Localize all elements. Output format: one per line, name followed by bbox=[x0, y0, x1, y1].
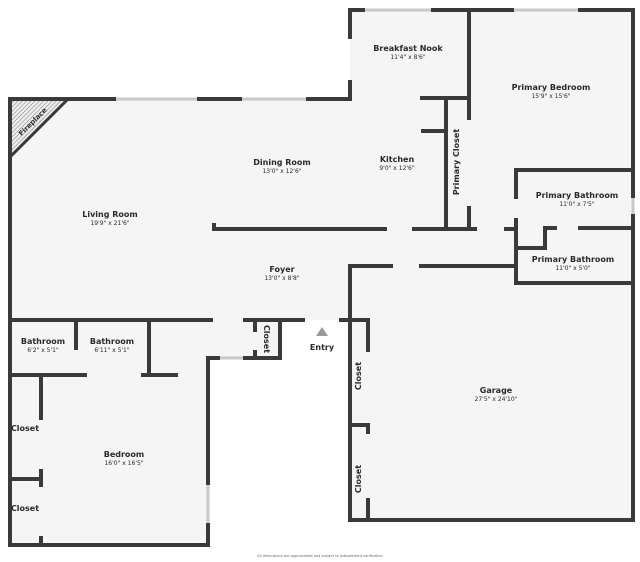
room-dims: 27'5" x 24'10" bbox=[474, 396, 518, 403]
entry-arrow-icon bbox=[316, 327, 328, 336]
footnote: All dimensions are approximate and subje… bbox=[257, 554, 383, 558]
room-closet-entry: Closet bbox=[261, 325, 271, 353]
room-name: Closet bbox=[354, 464, 363, 494]
floor-area bbox=[10, 10, 633, 545]
room-dims: 6'2" x 5'1" bbox=[27, 347, 59, 354]
room-dims: 13'0" x 8'8" bbox=[264, 275, 300, 282]
room-name: Bathroom bbox=[20, 337, 66, 346]
room-closet-garage-1: Closet bbox=[354, 362, 364, 390]
room-entry: Entry bbox=[310, 343, 334, 353]
room-dims: 19'9" x 21'6" bbox=[90, 220, 130, 227]
room-name: Closet bbox=[10, 504, 40, 513]
room-name: Dining Room bbox=[253, 158, 311, 167]
room-name: Foyer bbox=[269, 265, 295, 274]
room-name: Bedroom bbox=[103, 450, 145, 459]
room-closet-bed-1: Closet bbox=[11, 424, 39, 434]
room-dims: 9'0" x 12'6" bbox=[379, 165, 415, 172]
room-dims: 11'0" x 5'0" bbox=[555, 265, 591, 272]
room-dims: 13'0" x 12'6" bbox=[262, 168, 302, 175]
room-name: Primary Bathroom bbox=[531, 255, 615, 264]
room-dims: 15'9" x 15'6" bbox=[531, 93, 571, 100]
room-name: Closet bbox=[262, 324, 271, 354]
room-name: Closet bbox=[10, 424, 40, 433]
room-name: Primary Closet bbox=[452, 128, 461, 196]
room-dims: 6'11" x 5'1" bbox=[94, 347, 130, 354]
room-name: Primary Bedroom bbox=[511, 83, 591, 92]
room-name: Living Room bbox=[82, 210, 138, 219]
room-name: Bathroom bbox=[89, 337, 135, 346]
room-dims: 11'4" x 8'6" bbox=[390, 54, 426, 61]
room-name: Kitchen bbox=[379, 155, 415, 164]
room-name: Primary Bathroom bbox=[535, 191, 619, 200]
room-name: Closet bbox=[354, 361, 363, 391]
room-closet-garage-2: Closet bbox=[354, 465, 364, 493]
room-name: Entry bbox=[309, 343, 335, 352]
room-closet-bed-2: Closet bbox=[11, 504, 39, 514]
room-dims: 16'0" x 16'5" bbox=[104, 460, 144, 467]
walls bbox=[8, 8, 635, 547]
room-name: Garage bbox=[479, 386, 513, 395]
room-dims: 11'0" x 7'5" bbox=[559, 201, 595, 208]
room-primary-closet: Primary Closet bbox=[452, 129, 462, 195]
room-name: Breakfast Nook bbox=[373, 44, 443, 53]
